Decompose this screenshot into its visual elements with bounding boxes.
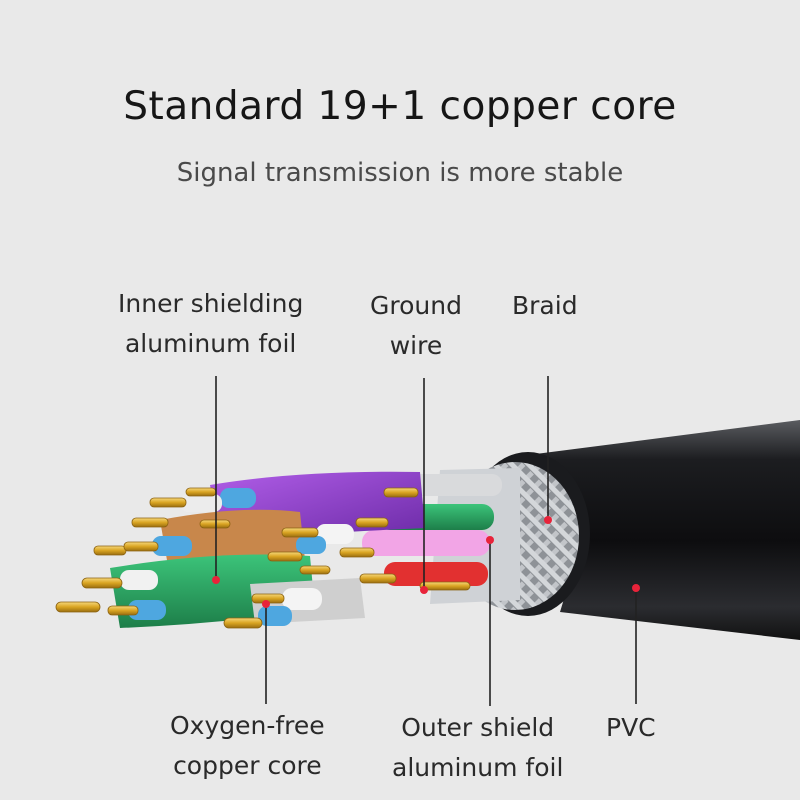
- marker-ground: [420, 586, 428, 594]
- wire-red: [384, 562, 488, 586]
- pin-14: [355, 517, 389, 528]
- pin-4: [199, 519, 231, 529]
- label-ground-wire-line2: wire: [389, 331, 443, 360]
- label-copper-core-line1: Oxygen-free: [170, 711, 325, 740]
- label-outer-shield-line1: Outer shield: [401, 713, 555, 742]
- label-pvc: PVC: [606, 713, 656, 742]
- insul-blue-5: [258, 606, 292, 626]
- gold-pins: [55, 487, 471, 629]
- label-inner-shielding: Inner shielding aluminum foil: [118, 284, 303, 364]
- pin-10: [223, 617, 263, 629]
- pin-17: [359, 573, 397, 584]
- pin-6: [123, 541, 159, 552]
- pin-8: [55, 601, 101, 613]
- label-inner-shielding-line1: Inner shielding: [118, 289, 304, 318]
- marker-inner-shield: [212, 576, 220, 584]
- pin-1: [149, 497, 187, 508]
- insul-blue-1: [220, 488, 256, 508]
- label-inner-shielding-line2: aluminum foil: [124, 329, 297, 358]
- insul-white-4: [282, 588, 322, 610]
- pin-19: [299, 565, 331, 575]
- label-copper-core-line2: copper core: [173, 751, 322, 780]
- marker-copper: [262, 600, 270, 608]
- label-outer-shield: Outer shield aluminum foil: [392, 708, 563, 788]
- pin-13: [267, 551, 303, 562]
- pin-2: [185, 487, 217, 497]
- pin-12: [281, 527, 319, 538]
- pin-18: [419, 581, 471, 591]
- page-title: Standard 19+1 copper core: [123, 84, 677, 129]
- pin-7: [81, 577, 123, 589]
- insul-blue-4: [128, 600, 166, 620]
- insul-white-3: [120, 570, 158, 590]
- marker-braid: [544, 516, 552, 524]
- pin-16: [383, 487, 419, 498]
- insul-white-1: [180, 494, 222, 512]
- label-copper-core: Oxygen-free copper core: [170, 706, 325, 786]
- pin-15: [339, 547, 375, 558]
- marker-outer-shield: [486, 536, 494, 544]
- pvc-jacket: [520, 420, 800, 640]
- label-ground-wire: Ground wire: [370, 286, 462, 366]
- label-ground-wire-line1: Ground: [370, 291, 462, 320]
- insul-blue-3: [296, 536, 326, 554]
- label-braid: Braid: [512, 291, 578, 320]
- wire-pink: [362, 530, 490, 556]
- label-outer-shield-line2: aluminum foil: [392, 753, 564, 782]
- marker-pvc: [632, 584, 640, 592]
- insul-blue-2: [152, 536, 192, 556]
- pin-3: [131, 517, 169, 528]
- pin-5: [93, 545, 127, 556]
- page-subtitle: Signal transmission is more stable: [176, 158, 624, 188]
- pin-9: [107, 605, 139, 616]
- copper-shield-foil: [160, 509, 305, 566]
- insul-white-2: [316, 524, 354, 544]
